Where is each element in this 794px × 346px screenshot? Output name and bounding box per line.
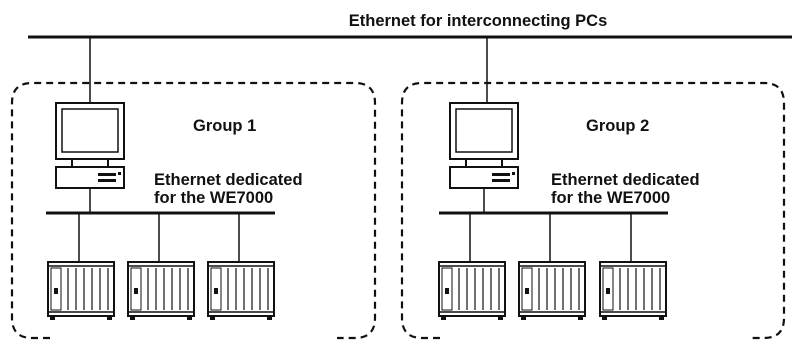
group-2-rack-3-icon — [599, 261, 667, 321]
group-2-boundary — [400, 81, 786, 340]
group-1-rack-3-icon — [207, 261, 275, 321]
group-1-rack-2-icon — [127, 261, 195, 321]
group-1: Group 1 Ethernet dedicated for the WE700… — [10, 37, 377, 340]
group-1-rack-1-icon — [47, 261, 115, 321]
group-1-network-label-line1: Ethernet dedicated — [154, 171, 303, 189]
group-1-boundary — [10, 81, 377, 340]
group-2-rack-2-icon — [518, 261, 586, 321]
group-2-title: Group 2 — [586, 117, 649, 135]
group-2-network-label-line1: Ethernet dedicated — [551, 171, 700, 189]
group-2-network-label-line2: for the WE7000 — [551, 189, 670, 207]
main-network-label: Ethernet for interconnecting PCs — [349, 12, 608, 30]
group-2: Group 2 Ethernet dedicated for the WE700… — [400, 37, 786, 340]
group-2-pc-icon — [449, 102, 519, 189]
group-1-network-label-line2: for the WE7000 — [154, 189, 273, 207]
group-1-title: Group 1 — [193, 117, 256, 135]
group-1-pc-icon — [55, 102, 125, 189]
group-2-rack-1-icon — [438, 261, 506, 321]
